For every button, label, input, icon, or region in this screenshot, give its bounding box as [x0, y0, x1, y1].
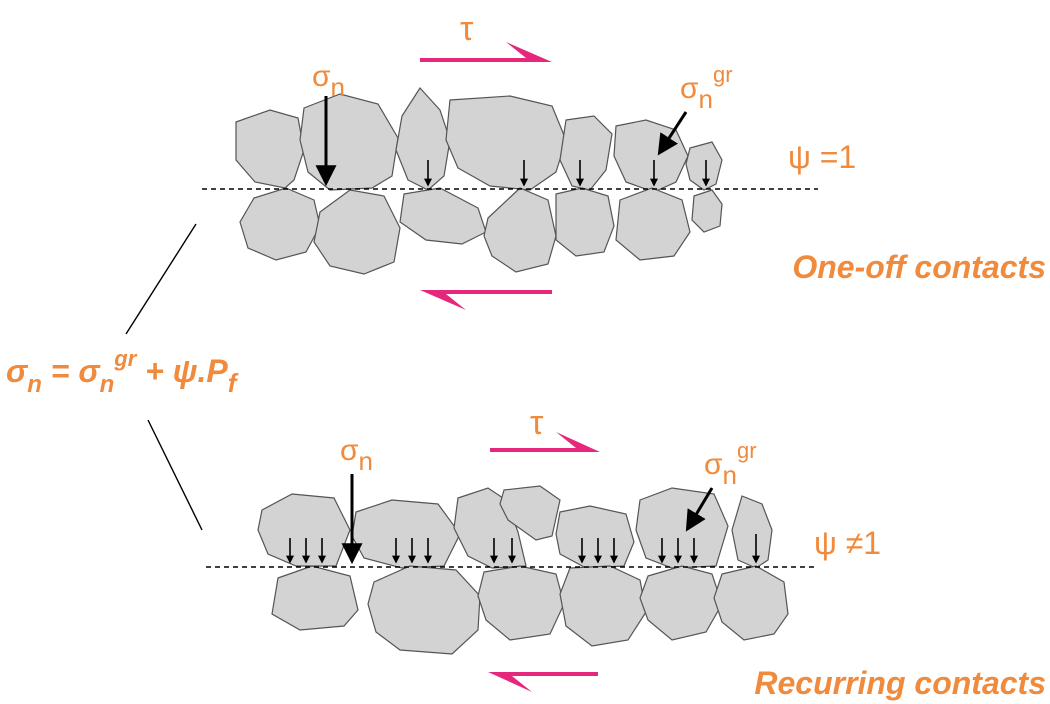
grain — [555, 187, 615, 257]
grain — [271, 565, 359, 631]
caption-bottom: Recurring contacts — [754, 665, 1046, 701]
shear-label-top: τ — [460, 10, 474, 48]
grain — [559, 115, 613, 191]
grain — [639, 565, 723, 641]
grain-stress-arrow-bottom — [685, 487, 714, 532]
shear-arrow-top-left — [420, 290, 552, 310]
grain — [477, 565, 565, 641]
top-panel: τ σn σngr ψ =1 One-off contacts — [202, 10, 1046, 310]
grain — [691, 189, 723, 233]
grain — [395, 87, 451, 191]
grain — [483, 187, 557, 273]
grain — [367, 565, 481, 655]
grain — [685, 141, 723, 191]
top-lower-grains — [239, 187, 723, 275]
grain — [299, 93, 399, 191]
grain — [713, 565, 789, 641]
grain — [239, 187, 321, 261]
shear-arrow-bottom-left — [488, 672, 598, 692]
grain — [635, 487, 729, 569]
grain — [351, 499, 461, 569]
shear-arrow-bottom-right — [490, 432, 600, 452]
grain — [313, 189, 401, 275]
top-upper-grains — [235, 87, 723, 193]
grain-stress-label-top: σngr — [680, 62, 733, 114]
grain-stress-label-bottom: σngr — [704, 438, 757, 490]
contact-stress-arrows-top — [424, 160, 710, 187]
connector-line-bottom — [147, 419, 203, 531]
grain — [499, 485, 561, 541]
psi-label-top: ψ =1 — [788, 139, 856, 175]
grain — [555, 505, 635, 569]
grain — [615, 187, 691, 261]
psi-label-bottom: ψ ≠1 — [814, 525, 881, 561]
bottom-lower-grains — [271, 565, 789, 655]
grain — [559, 565, 647, 647]
grain — [235, 109, 305, 189]
grain — [731, 495, 773, 569]
grain — [445, 95, 567, 191]
grain-stress-arrow-top — [657, 111, 688, 156]
normal-stress-label-bottom: σn — [340, 434, 373, 476]
contact-stress-arrows-bottom — [286, 534, 760, 564]
stress-equation: σn = σngr + ψ.Pf — [6, 346, 239, 398]
bottom-upper-grains — [257, 485, 773, 569]
grain — [399, 187, 487, 245]
connector-line-top — [125, 223, 197, 335]
shear-arrow-top-right — [420, 42, 552, 62]
bottom-panel: τ σn σngr ψ ≠1 Recurring contacts — [206, 404, 1046, 701]
grain — [257, 493, 351, 567]
grain — [613, 119, 689, 193]
shear-label-bottom: τ — [530, 404, 544, 442]
normal-stress-label-top: σn — [312, 60, 345, 102]
caption-top: One-off contacts — [792, 249, 1046, 285]
